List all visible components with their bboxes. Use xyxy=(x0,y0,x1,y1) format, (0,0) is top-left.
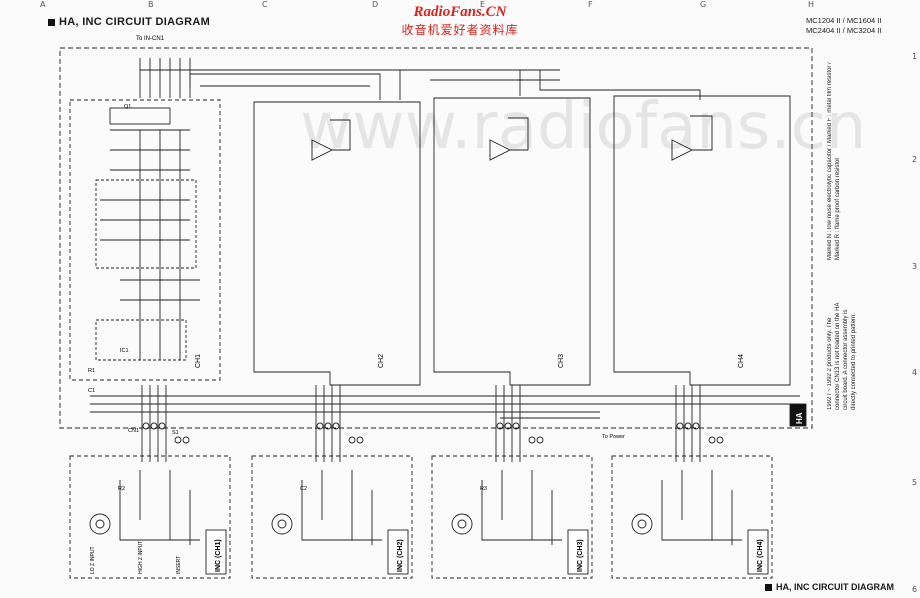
model-line-1: MC1204 II / MC1604 II xyxy=(806,16,882,25)
grid-row-1: 1 xyxy=(912,52,918,61)
input-insert-label: INSERT xyxy=(176,556,182,574)
component-c2: C2 xyxy=(300,486,307,492)
to-power-label: To Power xyxy=(602,434,625,440)
component-c1: C1 xyxy=(88,388,95,394)
inc-ch3-box xyxy=(431,455,593,579)
grid-col-g: G xyxy=(700,0,707,9)
inc-ch4-label: INC (CH4) xyxy=(757,539,764,572)
grid-row-5: 5 xyxy=(912,478,918,487)
ch1-label: CH1 xyxy=(195,354,202,368)
ch4-block xyxy=(613,95,791,386)
inc-ch2-box xyxy=(251,455,413,579)
component-r3: R3 xyxy=(480,486,487,492)
ch3-label: CH3 xyxy=(558,354,565,368)
ch2-label: CH2 xyxy=(378,354,385,368)
grid-col-d: D xyxy=(372,0,379,9)
opamp-ch4 xyxy=(671,139,694,161)
ch4-label: CH4 xyxy=(738,354,745,368)
component-q1: Q1 xyxy=(124,104,131,110)
grid-col-h: H xyxy=(808,0,815,9)
grid-row-4: 4 xyxy=(912,368,918,377)
diagram-title: HA, INC CIRCUIT DIAGRAM xyxy=(48,16,210,28)
diagram-title-text: HA, INC CIRCUIT DIAGRAM xyxy=(59,16,211,28)
ch3-block xyxy=(433,97,591,386)
component-ic1: IC1 xyxy=(120,348,129,354)
inc-ch2-label: INC (CH2) xyxy=(397,539,404,572)
grid-col-e: E xyxy=(480,0,486,9)
ha-board-outline xyxy=(59,47,813,429)
marking-note: Marked N : low noise electrolytic capaci… xyxy=(827,62,841,260)
grid-col-c: C xyxy=(262,0,268,9)
watermark-brand: RadioFans.CN xyxy=(413,4,507,20)
component-r1: R1 xyxy=(88,368,95,374)
ha-board-label: HA xyxy=(795,412,804,424)
footer-title: HA, INC CIRCUIT DIAGRAM xyxy=(765,582,894,592)
grid-row-2: 2 xyxy=(912,155,918,164)
title-bullet-icon xyxy=(48,18,55,26)
grid-row-3: 3 xyxy=(912,262,918,271)
model-list: MC1204 II / MC1604 II MC2404 II / MC3204… xyxy=(806,16,898,36)
footer-bullet-icon xyxy=(765,584,772,592)
ch2-block xyxy=(253,101,421,386)
footer-title-text: HA, INC CIRCUIT DIAGRAM xyxy=(776,582,894,592)
watermark-header: RadioFans.CN 收音机爱好者资料库 xyxy=(0,4,920,38)
component-r2: R2 xyxy=(118,486,125,492)
grid-col-a: A xyxy=(40,0,46,9)
inc-ch1-label: INC (CH1) xyxy=(215,539,222,572)
grid-row-6: 6 xyxy=(912,585,918,594)
connector-note: 1992 I ~ 1992 2 products only. The conne… xyxy=(827,302,857,410)
inc-ch1-box xyxy=(69,455,231,579)
grid-col-f: F xyxy=(588,0,593,9)
model-line-2: MC2404 II / MC3204 II xyxy=(806,26,882,35)
component-cn1: CN1 xyxy=(128,428,139,434)
to-in-cn1-label: To IN-CN1 xyxy=(136,36,165,42)
input-lo-z-label: LO Z INPUT xyxy=(90,546,96,574)
component-s1: S1 xyxy=(172,430,179,436)
input-high-z-label: HIGH Z INPUT xyxy=(138,541,144,574)
grid-col-b: B xyxy=(148,0,154,9)
watermark-chinese: 收音机爱好者资料库 xyxy=(401,23,519,37)
ch1-block xyxy=(69,99,221,381)
inc-ch4-box xyxy=(611,455,773,579)
inc-ch3-label: INC (CH3) xyxy=(577,539,584,572)
opamp-ch3 xyxy=(489,139,512,161)
opamp-ch2 xyxy=(311,139,334,161)
